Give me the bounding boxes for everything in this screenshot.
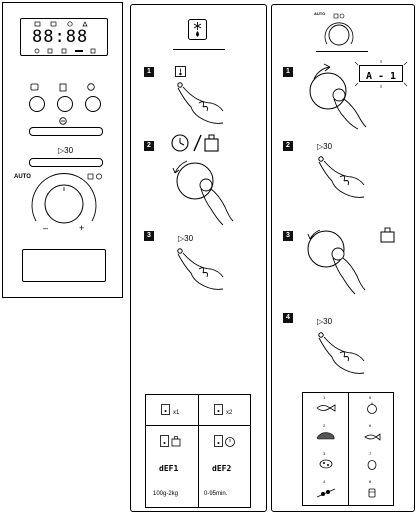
- step-3-start-label: ▷30: [178, 234, 194, 243]
- food-number-2: 2: [323, 423, 326, 428]
- defrost-mode-table: x1 x2 dEF1 dEF2 100g-2kg 0-95min.: [145, 394, 251, 508]
- pressing-hand-icon: [318, 156, 365, 198]
- control-panel: 88:88 ▷30 AUTO – +: [2, 2, 123, 298]
- auto-label: AUTO: [314, 11, 326, 16]
- display-top-icons: [34, 21, 88, 27]
- rotary-dial-icon: [172, 160, 234, 226]
- timer-button[interactable]: [85, 96, 101, 112]
- display-blink-marks: [354, 60, 408, 88]
- clock-button[interactable]: [29, 96, 45, 112]
- start-button-label: ▷30: [58, 146, 74, 155]
- header-rule: [173, 49, 225, 50]
- step-1-badge: 1: [144, 67, 154, 77]
- step-2-start-label: ▷30: [317, 142, 333, 151]
- food-number-8: 8: [369, 479, 372, 484]
- header-dial-icon: [324, 13, 354, 46]
- food-number-4: 4: [323, 479, 326, 484]
- pressing-hand-icon: [318, 332, 365, 374]
- clock-weight-icons: [171, 134, 219, 152]
- rotary-dial[interactable]: [24, 173, 104, 235]
- chicken-icon: [316, 432, 335, 440]
- step-4-badge: 4: [283, 313, 293, 323]
- step-2-badge: 2: [144, 141, 154, 151]
- stop-icon: [59, 117, 67, 125]
- defrost-key-icon: [161, 404, 170, 415]
- header-rule: [316, 51, 368, 52]
- door-release-button[interactable]: [22, 249, 106, 282]
- step-2-badge: 2: [283, 141, 293, 151]
- range-2-label: 0-95min.: [204, 491, 228, 497]
- defrost-key-icon: [214, 404, 223, 415]
- rotary-dial-icon: [309, 63, 367, 130]
- fish-fillet-icon: [364, 433, 381, 441]
- x1-label: x1: [173, 410, 180, 416]
- weight-icon: [380, 227, 395, 243]
- dial-mode-icons: [87, 173, 102, 180]
- mode-1-label: dEF1: [159, 464, 179, 473]
- potato-icon: [367, 460, 377, 470]
- food-program-table: 1 2 3 4 5 6 7: [302, 392, 394, 506]
- program-display: A - 1: [359, 65, 403, 82]
- step-3-badge: 3: [283, 231, 293, 241]
- defrost-icon: [59, 83, 67, 92]
- kebab-icon: [316, 488, 336, 498]
- auto-label: AUTO: [14, 174, 31, 180]
- mode-2-label: dEF2: [212, 464, 232, 473]
- food-number-6: 6: [369, 423, 372, 428]
- defrost-key-icon: [175, 66, 186, 77]
- defrost-weight-icon: [160, 435, 181, 447]
- defrost-button[interactable]: [57, 96, 73, 112]
- rotary-dial-icon: [307, 229, 366, 295]
- timer-icon: [87, 83, 95, 91]
- defrost-instructions-panel: 1 2 3 ▷30 x1: [130, 4, 267, 512]
- pressing-hand-icon: [177, 248, 224, 290]
- clock-icon: [30, 83, 39, 91]
- minus-label: –: [43, 223, 49, 233]
- auto-program-panel: AUTO 1 A - 1 2 ▷30 3: [271, 4, 415, 512]
- food-number-3: 3: [323, 451, 326, 456]
- soup-pot-icon: [367, 402, 377, 414]
- defrost-clock-icon: [214, 435, 235, 447]
- button-icons-row: [30, 83, 95, 92]
- fish-icon: [316, 404, 336, 412]
- beverage-icon: [368, 488, 376, 498]
- program-display-text: A - 1: [365, 71, 397, 82]
- stop-button[interactable]: [29, 127, 103, 136]
- plus-label: +: [79, 223, 85, 233]
- step-1-badge: 1: [283, 67, 293, 77]
- pressing-hand-icon: [177, 82, 224, 124]
- range-1-label: 100g-2kg: [153, 491, 179, 497]
- x2-label: x2: [226, 410, 233, 416]
- vegetable-icon: [319, 459, 333, 469]
- food-number-7: 7: [369, 451, 372, 456]
- food-number-5: 5: [369, 395, 372, 400]
- display-digits: 88:88: [32, 27, 89, 47]
- display-bottom-icons: [34, 48, 96, 54]
- food-number-1: 1: [323, 395, 326, 400]
- display-window: 88:88: [20, 18, 108, 56]
- start-button[interactable]: [29, 158, 103, 167]
- step-3-badge: 3: [144, 231, 154, 241]
- snowflake-drop-icon: [188, 19, 207, 40]
- step-4-start-label: ▷30: [317, 317, 333, 326]
